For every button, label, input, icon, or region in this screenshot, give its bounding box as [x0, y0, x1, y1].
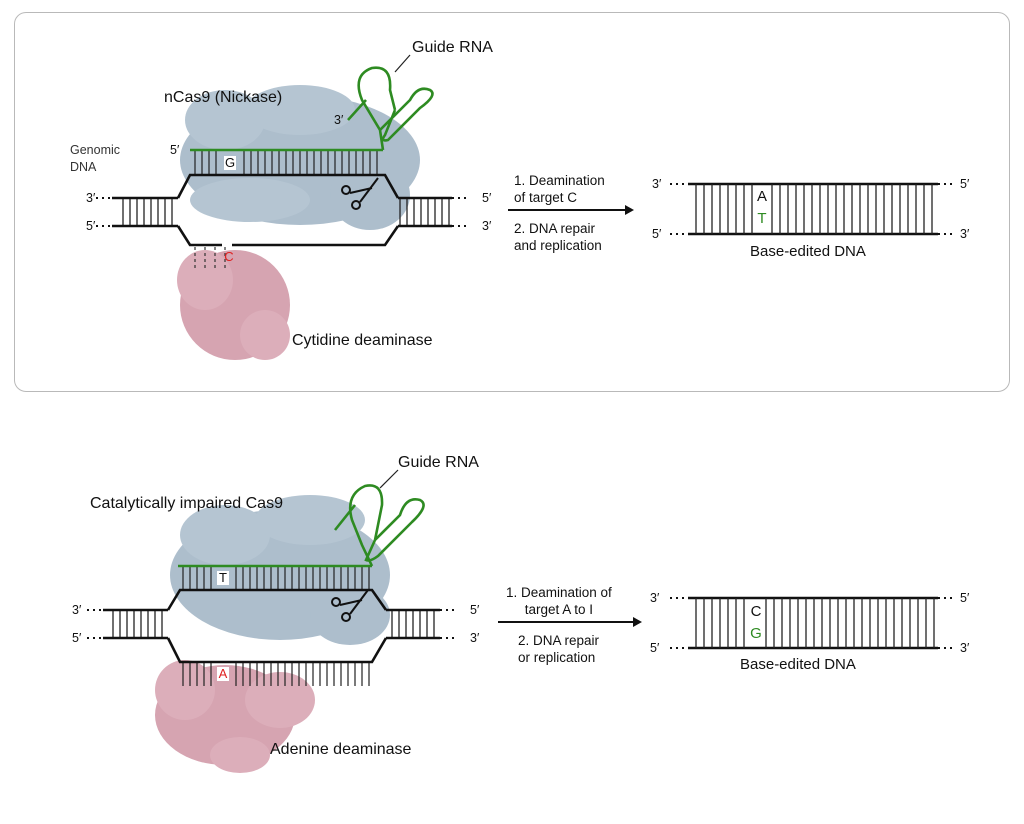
cas9-label: Catalytically impaired Cas9	[90, 495, 283, 512]
dna-rungs-left-p2	[112, 610, 163, 638]
dna-backbones-p2	[103, 588, 440, 664]
ncas9-label: nCas9 (Nickase)	[164, 89, 283, 106]
scissors-icon-p1	[341, 177, 379, 210]
guide-rna-pointer-p2	[379, 469, 399, 489]
end-left-top-p2: 3′	[72, 603, 82, 617]
end-left-bottom-p2: 5′	[72, 631, 82, 645]
end-left-top-p1: 3′	[86, 191, 96, 205]
guide-rna-pointer-p1	[394, 54, 411, 73]
guide-dna-rungs	[194, 150, 378, 175]
target-base-bottom-p2: A	[217, 666, 229, 681]
guide-3prime-p1: 3′	[334, 113, 344, 127]
genomic-dna-label: Genomic DNA	[70, 143, 121, 174]
base-edited-dna-label-p1: Base-edited DNA	[750, 243, 866, 260]
end-right-top-p2: 5′	[470, 603, 480, 617]
cas9-protein-blob	[170, 495, 390, 645]
result-right-bottom-p2: 3′	[960, 641, 970, 655]
cytidine-deaminase-blob	[177, 250, 290, 360]
result-left-bottom-p2: 5′	[650, 641, 660, 655]
end-right-bottom-p1: 3′	[482, 219, 492, 233]
guide-dna-rungs-p2	[182, 566, 370, 590]
edited-base-top-p2: C	[750, 603, 762, 620]
dna-rungs-right	[399, 198, 450, 226]
result-dna-p1	[670, 182, 956, 236]
end-right-bottom-p2: 3′	[470, 631, 480, 645]
result-left-top-p2: 3′	[650, 591, 660, 605]
cytidine-deaminase-label: Cytidine deaminase	[292, 332, 433, 349]
ss-dna-rungs-p2	[182, 662, 370, 686]
guide-rna-label-p2: Guide RNA	[398, 454, 479, 471]
edited-base-top-p1: A	[756, 188, 768, 205]
target-base-top-p2: T	[217, 571, 229, 585]
scissors-icon-p2	[331, 589, 369, 622]
result-right-top-p2: 5′	[960, 591, 970, 605]
ss-dna-rungs	[194, 247, 226, 270]
result-left-bottom-p1: 5′	[652, 227, 662, 241]
adenine-deaminase-blob	[155, 660, 315, 773]
dna-ends-dotted-p1	[96, 197, 470, 227]
end-left-bottom-p1: 5′	[86, 219, 96, 233]
guide-rna-label-p1: Guide RNA	[412, 39, 493, 56]
dna-rungs-left	[122, 198, 173, 226]
step2-p1: 2. DNA repair and replication	[514, 221, 602, 253]
base-edited-dna-label-p2: Base-edited DNA	[740, 656, 856, 673]
dna-rungs-right-p2	[391, 610, 435, 638]
adenine-deaminase-label: Adenine deaminase	[270, 741, 412, 758]
dna-ends-dotted-p2	[87, 609, 458, 639]
end-right-top-p1: 5′	[482, 191, 492, 205]
edited-base-bottom-p1: T	[756, 210, 768, 227]
step2-p2: 2. DNA repair or replication	[518, 633, 600, 665]
dna-backbones-p1	[112, 173, 452, 247]
guide-5prime-p1: 5′	[170, 143, 180, 157]
target-base-top-p1: G	[224, 155, 236, 170]
result-dna-p2	[670, 596, 956, 650]
result-left-top-p1: 3′	[652, 177, 662, 191]
guide-rna-p1	[190, 66, 434, 152]
step1-p2: 1. Deamination of target A to I	[506, 585, 612, 617]
result-right-bottom-p1: 3′	[960, 227, 970, 241]
result-right-top-p1: 5′	[960, 177, 970, 191]
step1-p1: 1. Deamination of target C	[514, 173, 605, 205]
target-base-bottom-p1: C	[224, 249, 234, 264]
guide-rna-p2	[178, 484, 425, 568]
edited-base-bottom-p2: G	[750, 625, 762, 642]
